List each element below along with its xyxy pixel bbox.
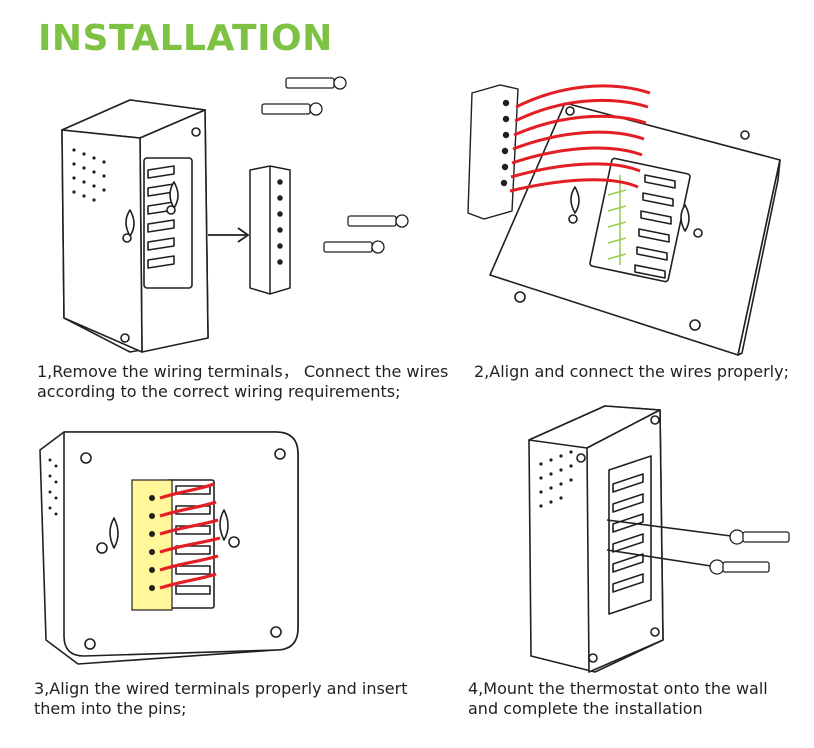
screw-icon — [261, 76, 409, 254]
arrow-right-icon — [208, 227, 250, 243]
step-3-illustration — [39, 431, 299, 665]
wires — [159, 482, 221, 590]
step-2-caption: 2,Align and connect the wires properly; — [474, 362, 789, 381]
screw-icon — [709, 529, 790, 575]
step-1-illustration — [61, 76, 409, 353]
wires — [509, 84, 651, 193]
terminal-block — [249, 165, 291, 295]
terminal-block — [467, 84, 519, 220]
step-1-caption: 1,Remove the wiring terminals， Connect t… — [37, 362, 449, 401]
step-4-caption: 4,Mount the thermostat onto the wall and… — [468, 679, 768, 718]
page-title: INSTALLATION — [38, 18, 333, 59]
step-2-illustration — [467, 84, 781, 356]
step-4-illustration — [528, 405, 790, 673]
step-3-caption: 3,Align the wired terminals properly and… — [34, 679, 408, 718]
